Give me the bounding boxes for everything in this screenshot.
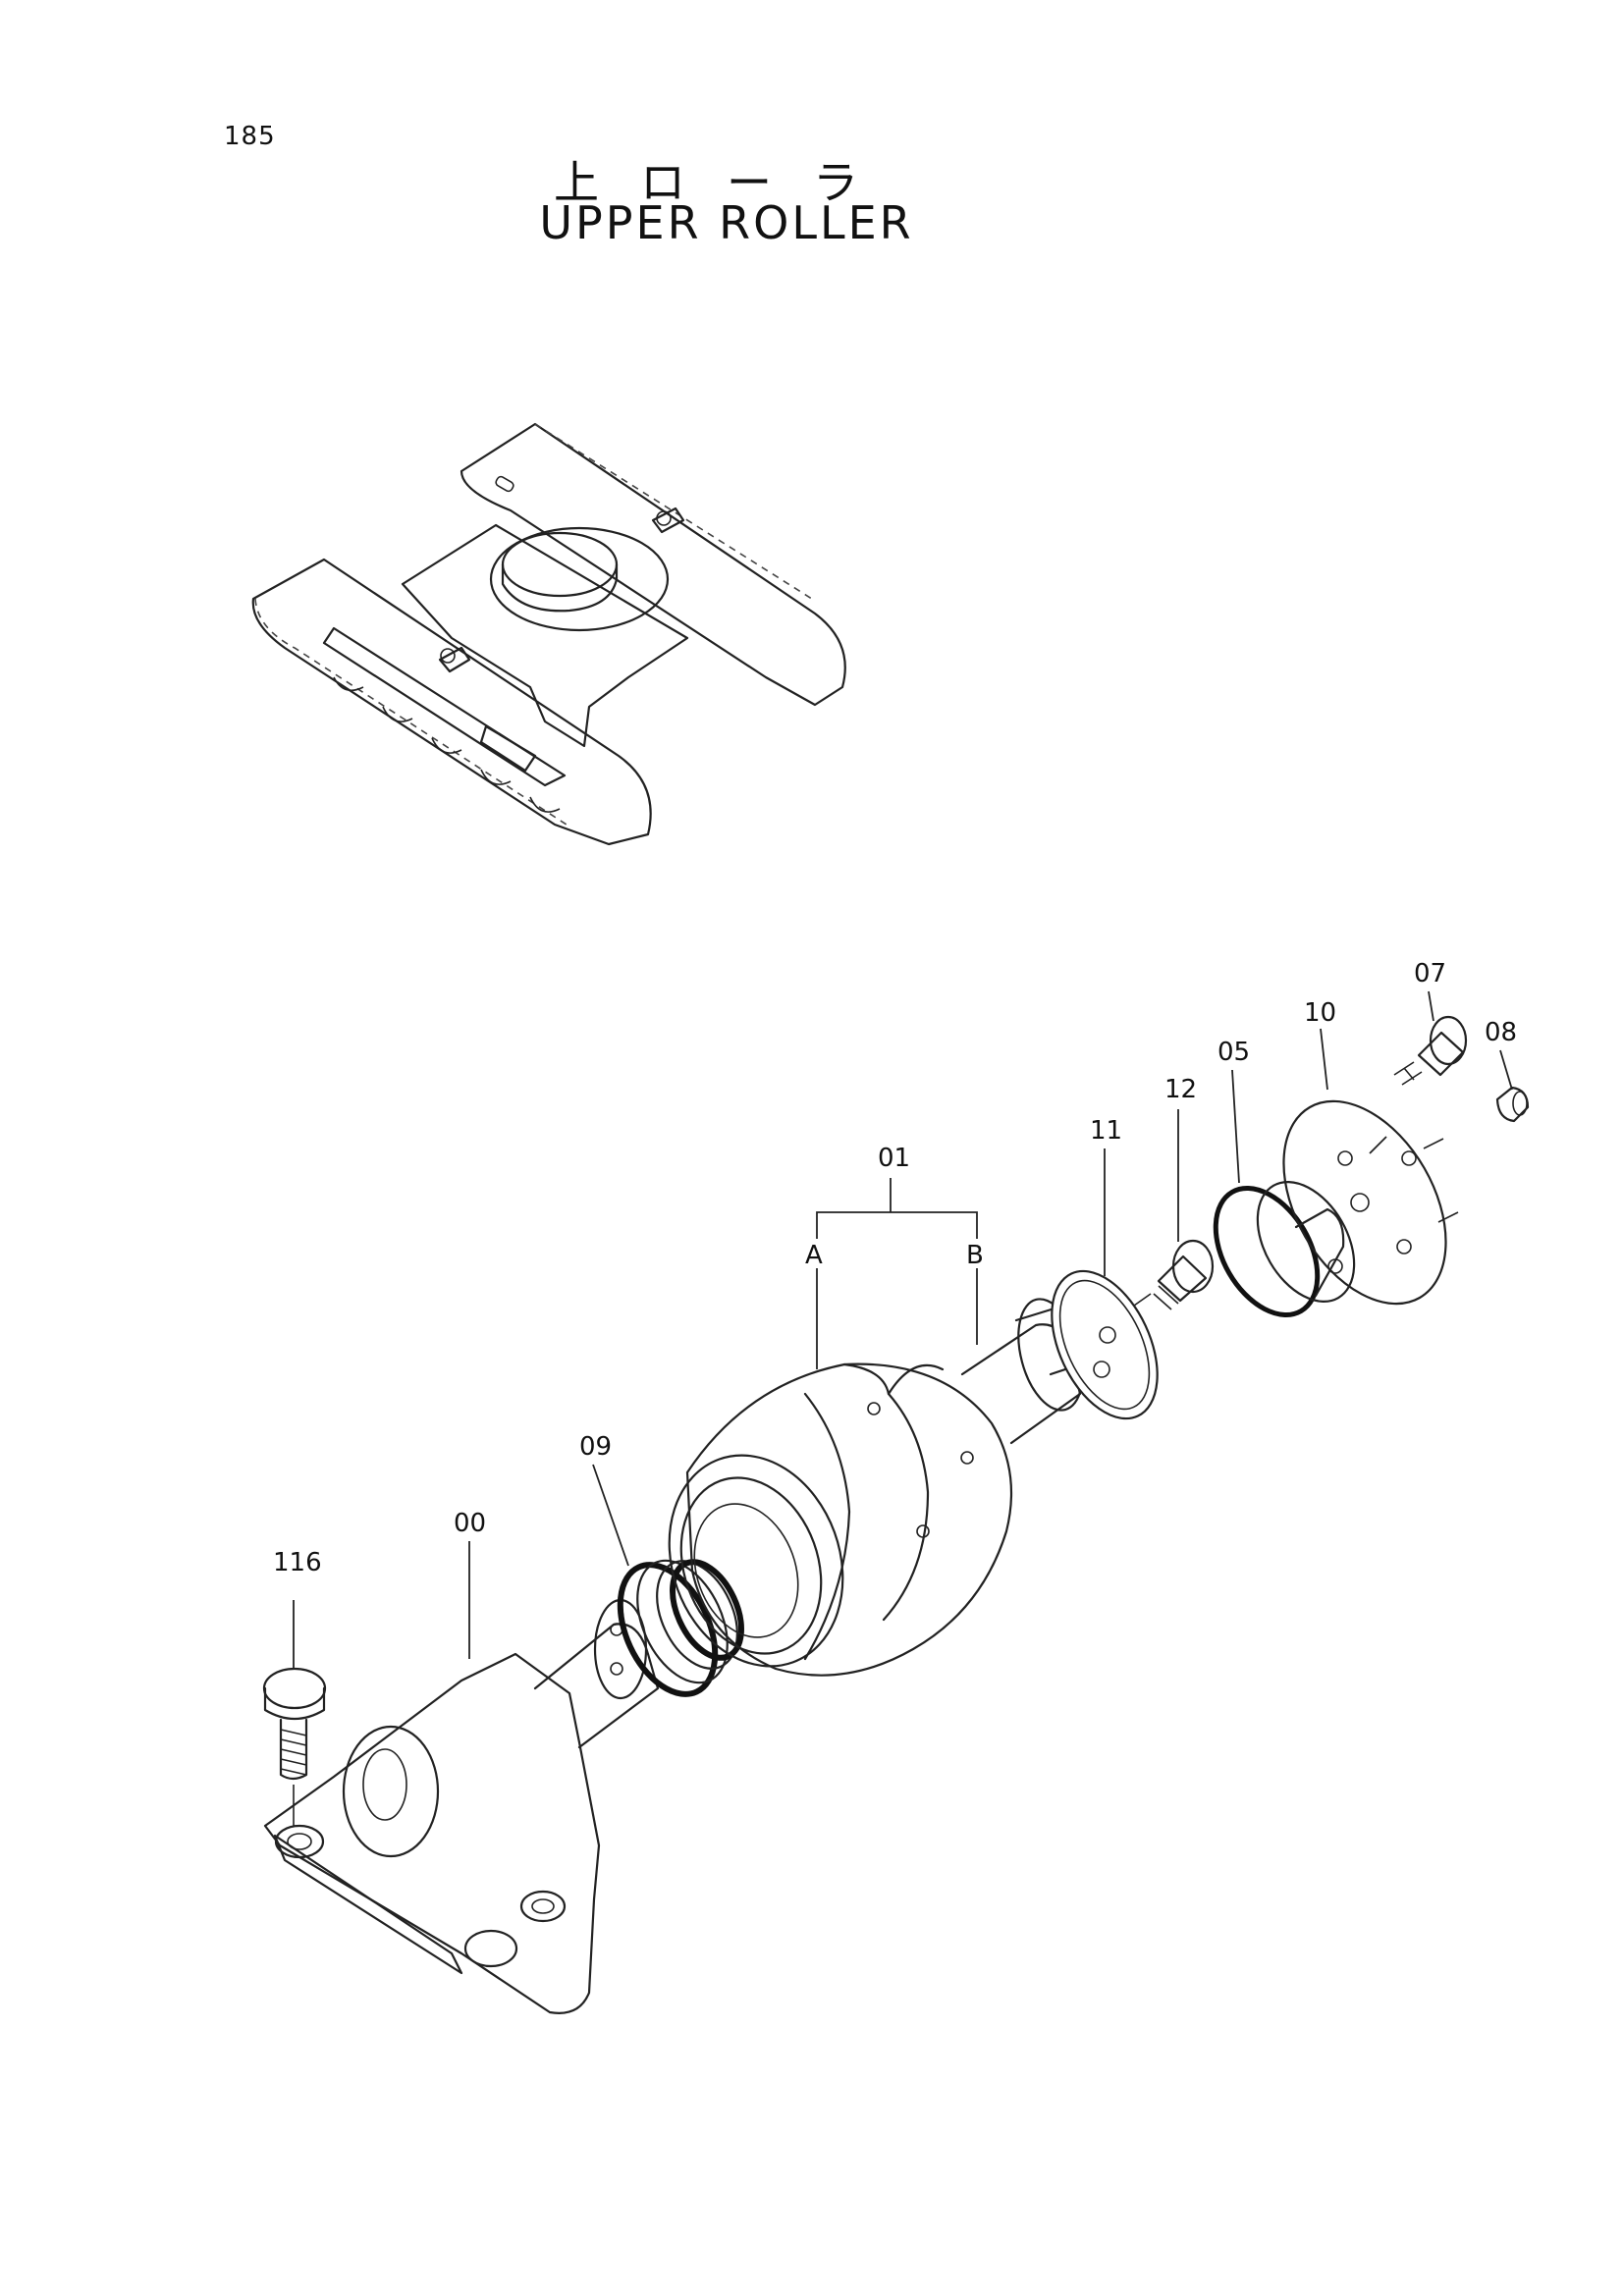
part-00-bracket — [263, 1598, 660, 2014]
callout-05: 05 — [1217, 1038, 1250, 1067]
page-number: 185 — [224, 122, 276, 151]
part-09-seal — [617, 1559, 744, 1697]
title-japanese: 上ローラ — [554, 156, 899, 209]
title-english: UPPER ROLLER — [539, 196, 914, 249]
callout-B: B — [966, 1241, 984, 1270]
part-11-plate — [1051, 1269, 1159, 1420]
part-01-roller — [668, 1298, 1097, 1677]
callout-116: 116 — [273, 1548, 322, 1577]
part-116-bolt — [262, 1667, 327, 1826]
part-10-cover — [1256, 1099, 1459, 1306]
part-08-plug — [1495, 1086, 1530, 1123]
callout-00: 00 — [454, 1509, 486, 1538]
undercarriage-overview — [251, 422, 846, 846]
callout-A: A — [805, 1241, 823, 1270]
part-05-oring — [1213, 1186, 1321, 1317]
callout-01: 01 — [878, 1144, 910, 1173]
callout-11: 11 — [1090, 1116, 1122, 1146]
part-07-bolt — [1393, 1015, 1468, 1086]
callout-10: 10 — [1304, 998, 1336, 1028]
callout-08: 08 — [1485, 1018, 1517, 1047]
leader-lines — [293, 990, 1513, 1669]
callout-09: 09 — [579, 1432, 612, 1462]
part-12-plug — [1133, 1239, 1215, 1310]
callout-12: 12 — [1164, 1075, 1197, 1104]
callout-07: 07 — [1414, 959, 1446, 988]
